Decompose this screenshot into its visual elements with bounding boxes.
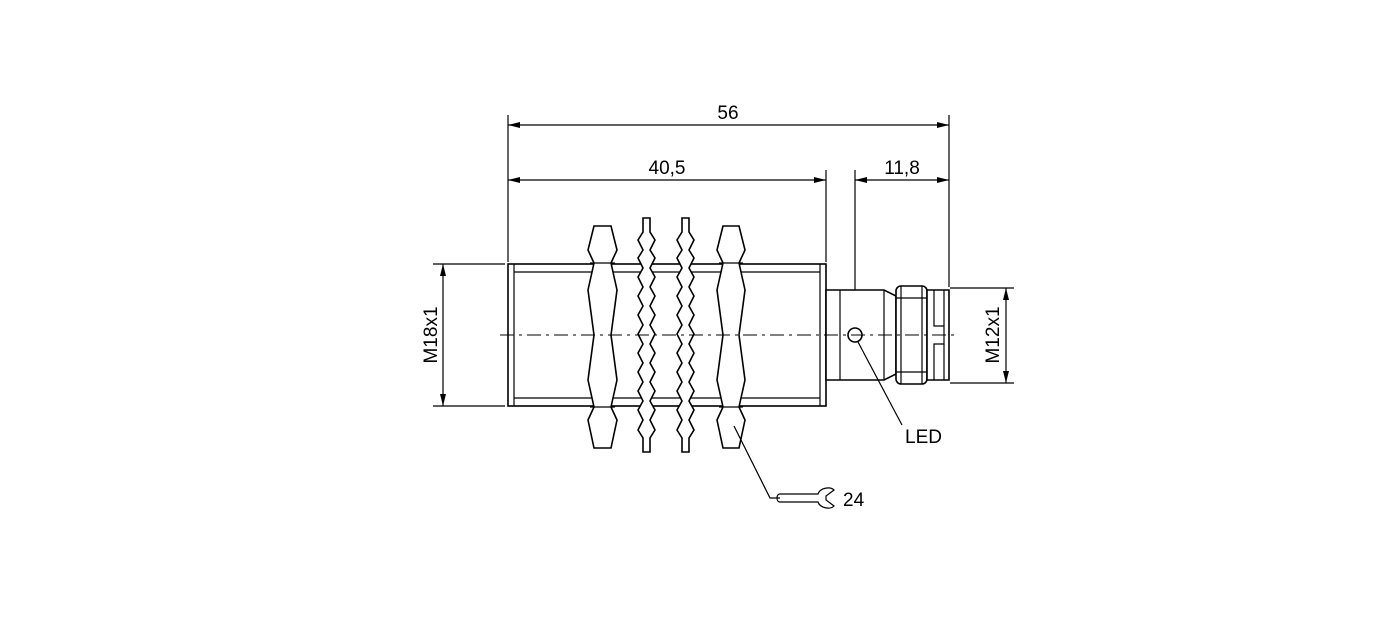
- dimension-connector-length: 11,8: [854, 158, 949, 292]
- connector-thread-label: M12x1: [983, 306, 1004, 363]
- led-callout: LED: [857, 341, 942, 448]
- body-thread-label: M18x1: [421, 306, 442, 363]
- open-end-wrench-icon: [776, 487, 835, 509]
- wrench-size-label: 24: [843, 490, 865, 511]
- lock-washer-right: [676, 217, 695, 453]
- thread-length-label: 40,5: [649, 158, 686, 179]
- connector-length-label: 11,8: [884, 158, 920, 179]
- dimension-connector-thread: M12x1: [950, 287, 1014, 384]
- wrench-callout: 24: [733, 425, 865, 511]
- dimension-overall-length: 56: [507, 103, 950, 287]
- dimension-thread-length: 40,5: [508, 158, 827, 262]
- led-label: LED: [905, 427, 942, 448]
- dimension-body-thread: M18x1: [421, 263, 505, 407]
- overall-length-label: 56: [717, 103, 738, 124]
- lock-nut-left: [587, 225, 618, 449]
- lock-nut-right: [716, 225, 746, 449]
